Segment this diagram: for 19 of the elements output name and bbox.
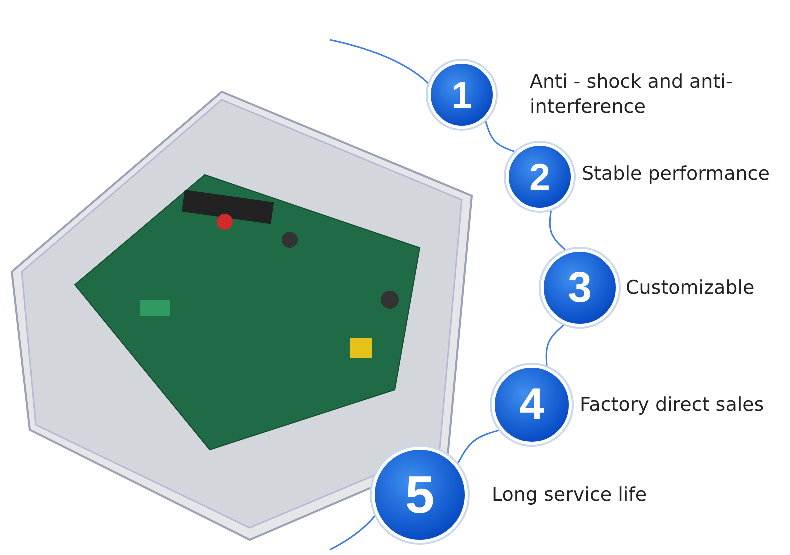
feature-text: Anti - shock and anti- interference [530,70,734,120]
step-number: 3 [568,264,592,312]
step-number: 1 [452,74,472,116]
connector-line [484,119,517,154]
step-number: 2 [530,156,550,198]
step-number: 4 [520,380,544,430]
feature-text: Factory direct sales [580,393,766,418]
number-badge [541,249,619,327]
feature-text: Customizable [626,276,756,301]
connector-line [546,324,566,368]
step-number: 5 [405,464,435,526]
feature-text: Stable performance [582,162,771,187]
number-badge [372,447,468,543]
number-badge [492,365,572,445]
number-badge [428,61,496,129]
feature-text: Long service life [492,483,648,508]
connector-line [456,429,502,466]
connector-line [549,208,568,252]
number-badge [506,143,574,211]
